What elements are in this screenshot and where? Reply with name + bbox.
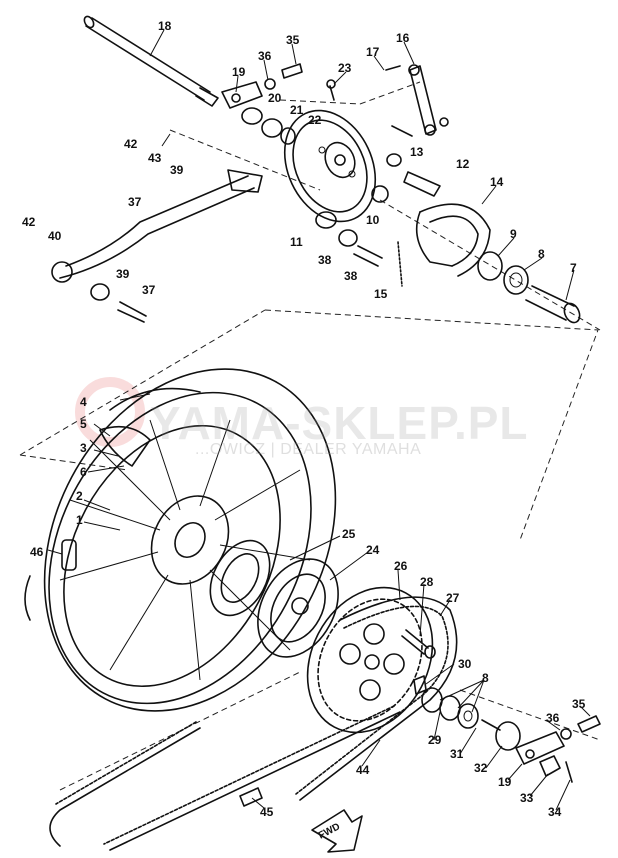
- brake-cam-lever: [385, 64, 449, 137]
- callout-12: 12: [456, 157, 470, 171]
- callout-34: 34: [548, 805, 562, 819]
- watermark-logo: [75, 377, 145, 447]
- callout-3: 3: [80, 441, 87, 455]
- tire-and-tube: [99, 387, 201, 467]
- torque-arm-bolt: [90, 229, 383, 323]
- callout-19-bottom: 19: [498, 775, 512, 789]
- callout-36-bottom: 36: [546, 711, 560, 725]
- callout-42-top: 42: [124, 137, 138, 151]
- chain-adjuster-left: [221, 63, 303, 109]
- callout-29: 29: [428, 733, 442, 747]
- callout-30: 30: [458, 657, 472, 671]
- leader-lines: [47, 29, 591, 811]
- callout-28: 28: [420, 575, 434, 589]
- callout-4: 4: [80, 395, 87, 409]
- brake-cam-parts: [315, 79, 441, 229]
- drive-chain: [49, 596, 458, 851]
- callout-8-top: 8: [538, 247, 545, 261]
- watermark-title: YAMA-SKLEP.PL: [150, 397, 529, 449]
- rear-axle: [83, 15, 219, 107]
- callout-37: 37: [128, 195, 142, 209]
- callout-36-top: 36: [258, 49, 272, 63]
- callout-9: 9: [510, 227, 517, 241]
- callout-39-left: 39: [116, 267, 130, 281]
- callout-8-bottom: 8: [482, 671, 489, 685]
- callout-2: 2: [76, 489, 83, 503]
- callout-15: 15: [374, 287, 388, 301]
- callout-14: 14: [490, 175, 504, 189]
- callout-43: 43: [148, 151, 162, 165]
- callout-26: 26: [394, 559, 408, 573]
- callout-40: 39: [170, 163, 184, 177]
- callout-35-bottom: 35: [572, 697, 586, 711]
- chain-adjuster-right: [515, 715, 601, 765]
- bearing-and-collar: [477, 251, 581, 324]
- callout-1: 1: [76, 513, 83, 527]
- rear-sprocket: [306, 586, 434, 734]
- callout-5: 5: [80, 417, 87, 431]
- callout-41: 40: [48, 229, 62, 243]
- callout-38-top: 38: [344, 269, 358, 283]
- brake-plate: [283, 109, 377, 223]
- sprocket-hub: [257, 558, 339, 658]
- axle-nut: [539, 755, 573, 783]
- callout-18: 18: [158, 19, 172, 33]
- callout-35-top: 35: [286, 33, 300, 47]
- watermark-subtitle: ...OWICZ | DEALER YAMAHA: [195, 441, 422, 458]
- chain-master-link: [239, 787, 263, 807]
- callout-39-top: 38: [318, 253, 332, 267]
- callout-6: 6: [80, 465, 87, 479]
- fwd-arrow: [311, 809, 363, 853]
- brake-shoes: [397, 203, 491, 287]
- torque-arm: [51, 169, 263, 283]
- callout-20: 20: [268, 91, 282, 105]
- callout-11: 11: [290, 235, 303, 249]
- callout-23: 23: [338, 61, 352, 75]
- callout-13: 13: [410, 145, 424, 159]
- callout-45: 45: [260, 805, 274, 819]
- callout-25: 25: [342, 527, 356, 541]
- callout-10: 10: [366, 213, 380, 227]
- callout-33: 33: [520, 791, 534, 805]
- callout-42-left: 42: [22, 215, 36, 229]
- tire-valve: [24, 539, 77, 621]
- callout-16: 16: [396, 31, 410, 45]
- spacer-and-seal: [241, 107, 296, 145]
- callout-21: 21: [290, 103, 304, 117]
- callout-19-top: 19: [232, 65, 246, 79]
- callout-17: 17: [366, 45, 380, 59]
- callout-32: 32: [474, 761, 488, 775]
- callout-22: 22: [308, 113, 322, 127]
- hub-damper: [209, 539, 271, 617]
- callout-38-left: 37: [142, 283, 156, 297]
- callout-44: 44: [356, 763, 370, 777]
- rear-wheel: [43, 368, 337, 712]
- callout-7: 7: [570, 261, 577, 275]
- callout-31: 31: [450, 747, 464, 761]
- callout-24: 24: [366, 543, 380, 557]
- callout-27: 27: [446, 591, 460, 605]
- callout-46: 46: [30, 545, 44, 559]
